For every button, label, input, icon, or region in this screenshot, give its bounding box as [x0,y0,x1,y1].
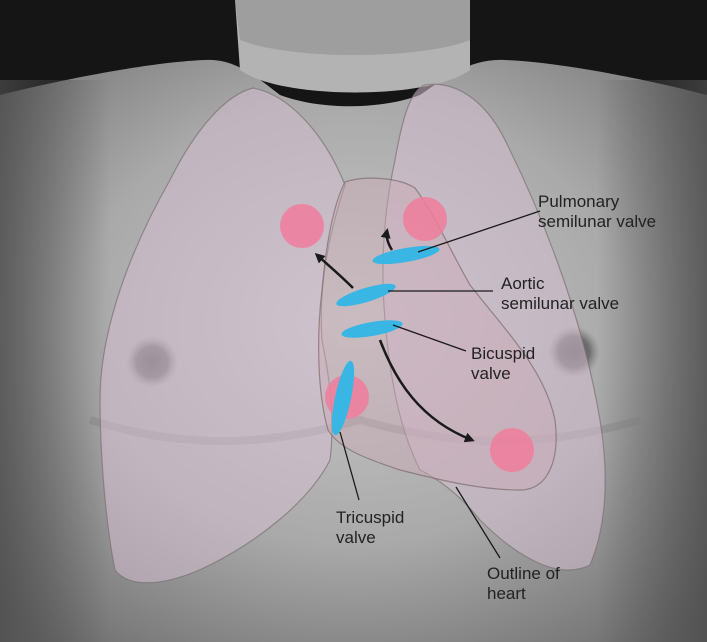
mitral-listening-spot [490,428,534,472]
right-side-shadow [597,80,707,642]
heart-label-line-2: heart [487,584,560,604]
pulmonary-label-line-1: Pulmonary [538,192,656,212]
pulmonary-semilunar-valve-label: Pulmonary semilunar valve [538,192,656,232]
aortic-label-line-2: semilunar valve [501,294,619,314]
pulmonary-listening-spot [403,197,447,241]
aortic-listening-spot [280,204,324,248]
neck-shadow [235,0,470,55]
aortic-label-line-1: Aortic [501,274,619,294]
aortic-semilunar-valve-label: Aortic semilunar valve [501,274,619,314]
tricuspid-valve-label: Tricuspid valve [336,508,404,548]
bicuspid-label-line-1: Bicuspid [471,344,535,364]
bicuspid-label-line-2: valve [471,364,535,384]
bicuspid-valve-label: Bicuspid valve [471,344,535,384]
left-side-shadow [0,80,110,642]
outline-of-heart-label: Outline of heart [487,564,560,604]
tricuspid-label-line-2: valve [336,528,404,548]
tricuspid-label-line-1: Tricuspid [336,508,404,528]
heart-label-line-1: Outline of [487,564,560,584]
pulmonary-label-line-2: semilunar valve [538,212,656,232]
